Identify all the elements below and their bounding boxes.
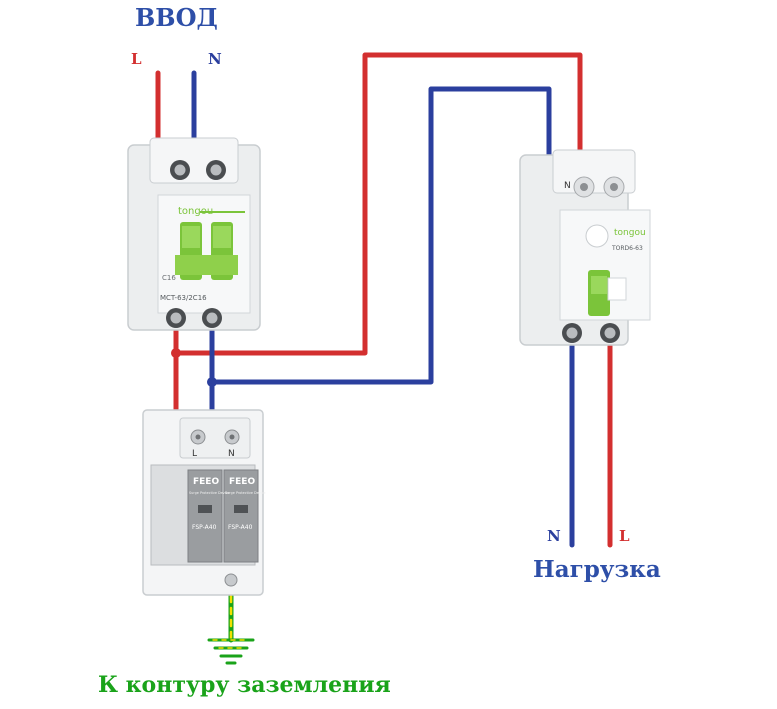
spd-model-left: FSP-A40 [192, 524, 217, 531]
breaker-brand: tongou [178, 206, 213, 217]
rcd-brand: tongou [614, 228, 646, 238]
spd-brand-left: FEEO [193, 477, 219, 487]
rcd-device [519, 149, 651, 346]
rcd-terminal-label: N [564, 181, 571, 191]
spd-caption-right: Surge Protective Device [225, 491, 266, 495]
spd-caption-left: Surge Protective Device [189, 491, 230, 495]
ground-symbol-icon [207, 638, 255, 665]
input-title: ВВОД [135, 3, 218, 32]
phase-junction-dot [171, 348, 181, 358]
input-phase-label: L [131, 50, 142, 68]
load-phase-label: L [619, 527, 630, 545]
rcd-test-button[interactable] [585, 224, 609, 248]
spd-brand-right: FEEO [229, 477, 255, 487]
spd-terminal-L: L [192, 449, 197, 459]
ground-symbol-stripe [212, 639, 250, 649]
spd-terminal-N: N [228, 449, 235, 459]
circuit-breaker [127, 137, 261, 331]
breaker-model: MCT-63/2C16 [160, 294, 207, 302]
breaker-rating: C16 [162, 274, 176, 282]
load-neutral-label: N [547, 527, 561, 545]
neutral-junction-dot [207, 377, 217, 387]
input-neutral-label: N [208, 50, 222, 68]
ground-title: К контуру заземления [98, 672, 391, 698]
surge-protective-device [142, 409, 264, 596]
load-title: Нагрузка [533, 556, 661, 583]
rcd-model: TORD6-63 [611, 245, 643, 252]
spd-model-right: FSP-A40 [228, 524, 253, 531]
neutral-to-rcd-wire [209, 86, 552, 385]
